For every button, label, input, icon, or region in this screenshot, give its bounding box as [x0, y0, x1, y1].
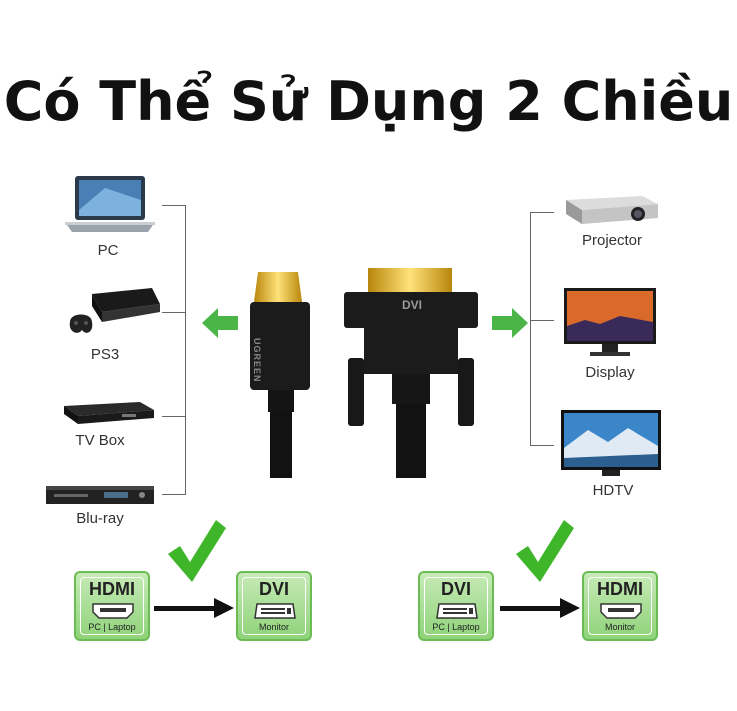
checkmark-icon	[168, 520, 226, 582]
flow-arrow-icon	[500, 598, 580, 618]
dvi-connector-label: DVI	[401, 298, 422, 312]
tv-box-icon	[64, 402, 154, 424]
monitor-icon	[564, 288, 656, 356]
device-label-ps3: PS3	[90, 346, 120, 363]
hdmi-source-box: HDMI PC | Laptop	[74, 571, 150, 641]
hdmi-port-icon	[600, 603, 642, 619]
device-label-tv-box: TV Box	[75, 432, 125, 449]
device-label-projector: Projector	[581, 232, 643, 249]
flow-arrow-icon	[154, 598, 234, 618]
brand-label: UGREEN	[252, 338, 262, 383]
connector-line	[530, 212, 531, 446]
tv-icon	[561, 410, 661, 476]
hdmi-dvi-cable	[250, 268, 478, 478]
dvi-port-icon	[254, 603, 296, 619]
dvi-source-title: DVI	[440, 579, 471, 599]
dvi-target-sub: Monitor	[258, 622, 289, 632]
hdmi-target-box: HDMI Monitor	[582, 571, 658, 641]
projector-icon	[566, 196, 658, 224]
dvi-target-box: DVI Monitor	[236, 571, 312, 641]
connector-line	[530, 320, 554, 321]
connector-line	[530, 445, 554, 446]
device-label-display: Display	[585, 364, 635, 381]
device-label-hdtv: HDTV	[592, 482, 634, 499]
hdmi-source-title: HDMI	[89, 579, 135, 599]
arrow-right-icon	[492, 308, 528, 338]
device-label-pc: PC	[97, 242, 119, 259]
dvi-source-box: DVI PC | Laptop	[418, 571, 494, 641]
checkmark-icon	[516, 520, 574, 582]
dvi-source-sub: PC | Laptop	[432, 622, 480, 632]
dvi-target-title: DVI	[258, 579, 289, 599]
connector-line	[162, 494, 186, 495]
connector-line	[162, 205, 186, 206]
hdmi-target-sub: Monitor	[604, 622, 635, 632]
device-label-bluray: Blu-ray	[76, 510, 124, 527]
connector-line	[185, 205, 186, 495]
connector-line	[162, 312, 186, 313]
bluray-player-icon	[46, 486, 154, 504]
game-console-icon	[69, 288, 160, 333]
hdmi-source-sub: PC | Laptop	[88, 622, 136, 632]
connector-line	[530, 212, 554, 213]
page-title: Có Thể Sử Dụng 2 Chiều	[3, 70, 734, 133]
dvi-port-icon	[436, 603, 478, 619]
hdmi-port-icon	[92, 603, 134, 619]
hdmi-target-title: HDMI	[597, 579, 643, 599]
laptop-icon	[65, 176, 155, 232]
connector-line	[162, 416, 186, 417]
arrow-left-icon	[202, 308, 238, 338]
